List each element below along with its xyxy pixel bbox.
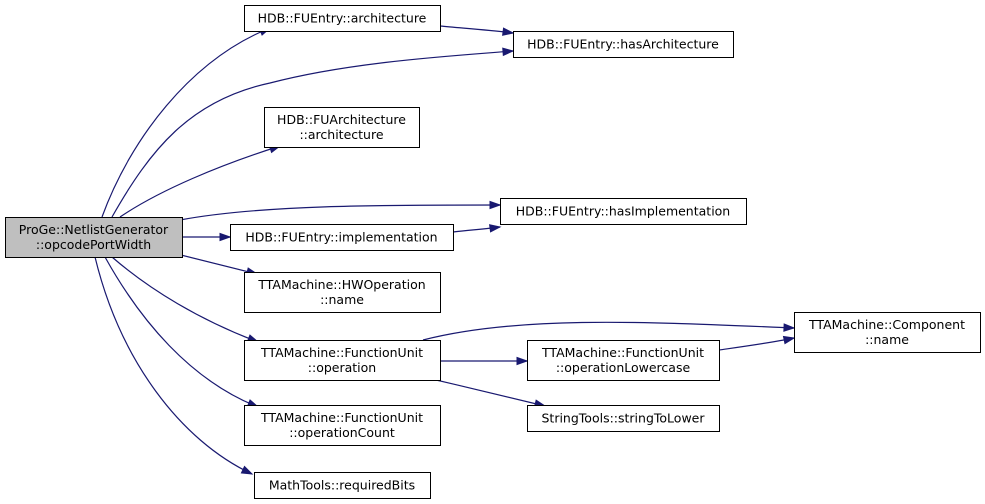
- node-label-line: ::opcodePortWidth: [36, 237, 151, 252]
- node-label-line: TTAMachine::HWOperation: [257, 277, 425, 292]
- edge-arrowhead: [489, 224, 502, 233]
- edge-line: [176, 253, 258, 275]
- edge-arrowhead: [783, 323, 796, 332]
- edge-arrowhead: [782, 335, 796, 345]
- edge-line: [94, 256, 253, 475]
- edge-line: [111, 256, 259, 343]
- node-label-line: ::name: [865, 332, 909, 347]
- node-label-line: ::operationLowercase: [556, 360, 691, 375]
- node-box[interactable]: [527, 405, 720, 432]
- edge-arrowhead: [489, 200, 502, 210]
- node-label-line: HDB::FUArchitecture: [277, 112, 406, 127]
- edge-line: [435, 379, 546, 407]
- node-box[interactable]: [230, 224, 454, 251]
- edge-fuentry-implementation-to-fuentry-hasimplementation: [452, 224, 502, 233]
- edge-fuentry-architecture-to-fuentry-hasarchitecture: [439, 25, 515, 36]
- edge-root-to-hwoperation-name: [176, 253, 259, 276]
- node-fuentry-hasarchitecture[interactable]: HDB::FUEntry::hasArchitecture: [513, 31, 734, 58]
- edge-line: [101, 27, 271, 218]
- edge-functionunit-operationlowercase-to-component-name: [718, 335, 796, 351]
- edge-root-to-fuentry-implementation: [177, 232, 232, 242]
- edge-root-to-functionunit-operation: [111, 256, 260, 343]
- edge-arrowhead: [502, 47, 515, 57]
- node-label-line: ::operation: [308, 360, 376, 375]
- node-hwoperation-name[interactable]: TTAMachine::HWOperation::name: [244, 272, 441, 313]
- node-mathtools-requiredbits[interactable]: MathTools::requiredBits: [254, 472, 431, 499]
- node-box[interactable]: [244, 405, 441, 446]
- node-box[interactable]: [794, 312, 981, 353]
- node-box[interactable]: [264, 107, 420, 148]
- edge-line: [422, 321, 795, 341]
- node-box[interactable]: [527, 340, 720, 381]
- edge-arrowhead: [516, 356, 529, 366]
- node-box[interactable]: [244, 5, 441, 32]
- edge-functionunit-operation-to-functionunit-operationlowercase: [440, 356, 529, 366]
- node-box[interactable]: [5, 217, 183, 258]
- node-label-line: MathTools::requiredBits: [269, 478, 415, 493]
- node-component-name[interactable]: TTAMachine::Component::name: [794, 312, 981, 353]
- edge-arrowhead: [240, 465, 254, 475]
- edge-line: [111, 50, 514, 218]
- edge-functionunit-operation-to-stringtools-stringtolower: [435, 379, 547, 408]
- node-stringtools-stringtolower[interactable]: StringTools::stringToLower: [527, 405, 720, 432]
- node-label-line: TTAMachine::FunctionUnit: [260, 345, 423, 360]
- edge-root-to-mathtools-requiredbits: [94, 256, 254, 475]
- edge-line: [179, 204, 501, 221]
- edge-root-to-fuentry-hasarchitecture: [111, 47, 515, 218]
- node-fuentry-architecture[interactable]: HDB::FUEntry::architecture: [244, 5, 441, 32]
- edge-line: [718, 337, 795, 351]
- node-label-line: ::name: [320, 292, 364, 307]
- node-label-line: StringTools::stringToLower: [541, 411, 705, 426]
- edge-functionunit-operation-to-component-name: [422, 321, 796, 341]
- node-box[interactable]: [513, 31, 734, 58]
- edge-line: [439, 25, 514, 34]
- edge-arrowhead: [219, 232, 232, 242]
- node-fuentry-implementation[interactable]: HDB::FUEntry::implementation: [230, 224, 454, 251]
- node-label-line: TTAMachine::Component: [808, 317, 965, 332]
- node-label-line: ::operationCount: [289, 425, 395, 440]
- node-fuentry-hasimplementation[interactable]: HDB::FUEntry::hasImplementation: [500, 198, 747, 225]
- node-functionunit-operationcount[interactable]: TTAMachine::FunctionUnit::operationCount: [244, 405, 441, 446]
- call-graph-nodes: ProGe::NetlistGenerator::opcodePortWidth…: [5, 5, 981, 499]
- node-label-line: TTAMachine::FunctionUnit: [260, 410, 423, 425]
- node-root[interactable]: ProGe::NetlistGenerator::opcodePortWidth: [5, 217, 183, 258]
- node-box[interactable]: [244, 272, 441, 313]
- node-functionunit-operation[interactable]: TTAMachine::FunctionUnit::operation: [244, 340, 441, 381]
- edge-line: [104, 256, 259, 408]
- edge-arrowhead: [502, 27, 515, 36]
- edge-root-to-fuentry-hasimplementation: [179, 200, 502, 221]
- node-box[interactable]: [244, 340, 441, 381]
- node-label-line: ProGe::NetlistGenerator: [19, 222, 169, 237]
- edge-root-to-functionunit-operationcount: [104, 256, 260, 408]
- node-label-line: HDB::FUEntry::hasArchitecture: [527, 37, 719, 52]
- node-label-line: HDB::FUEntry::hasImplementation: [516, 204, 730, 219]
- node-label-line: HDB::FUEntry::implementation: [245, 230, 437, 245]
- node-label-line: TTAMachine::FunctionUnit: [541, 345, 704, 360]
- edge-line: [119, 145, 281, 218]
- node-fuarchitecture-architecture[interactable]: HDB::FUArchitecture::architecture: [264, 107, 420, 148]
- node-box[interactable]: [254, 472, 431, 499]
- node-label-line: HDB::FUEntry::architecture: [258, 11, 427, 26]
- node-label-line: ::architecture: [299, 127, 383, 142]
- node-functionunit-operationlowercase[interactable]: TTAMachine::FunctionUnit::operationLower…: [527, 340, 720, 381]
- node-box[interactable]: [500, 198, 747, 225]
- edge-root-to-fuarchitecture-architecture: [119, 145, 282, 218]
